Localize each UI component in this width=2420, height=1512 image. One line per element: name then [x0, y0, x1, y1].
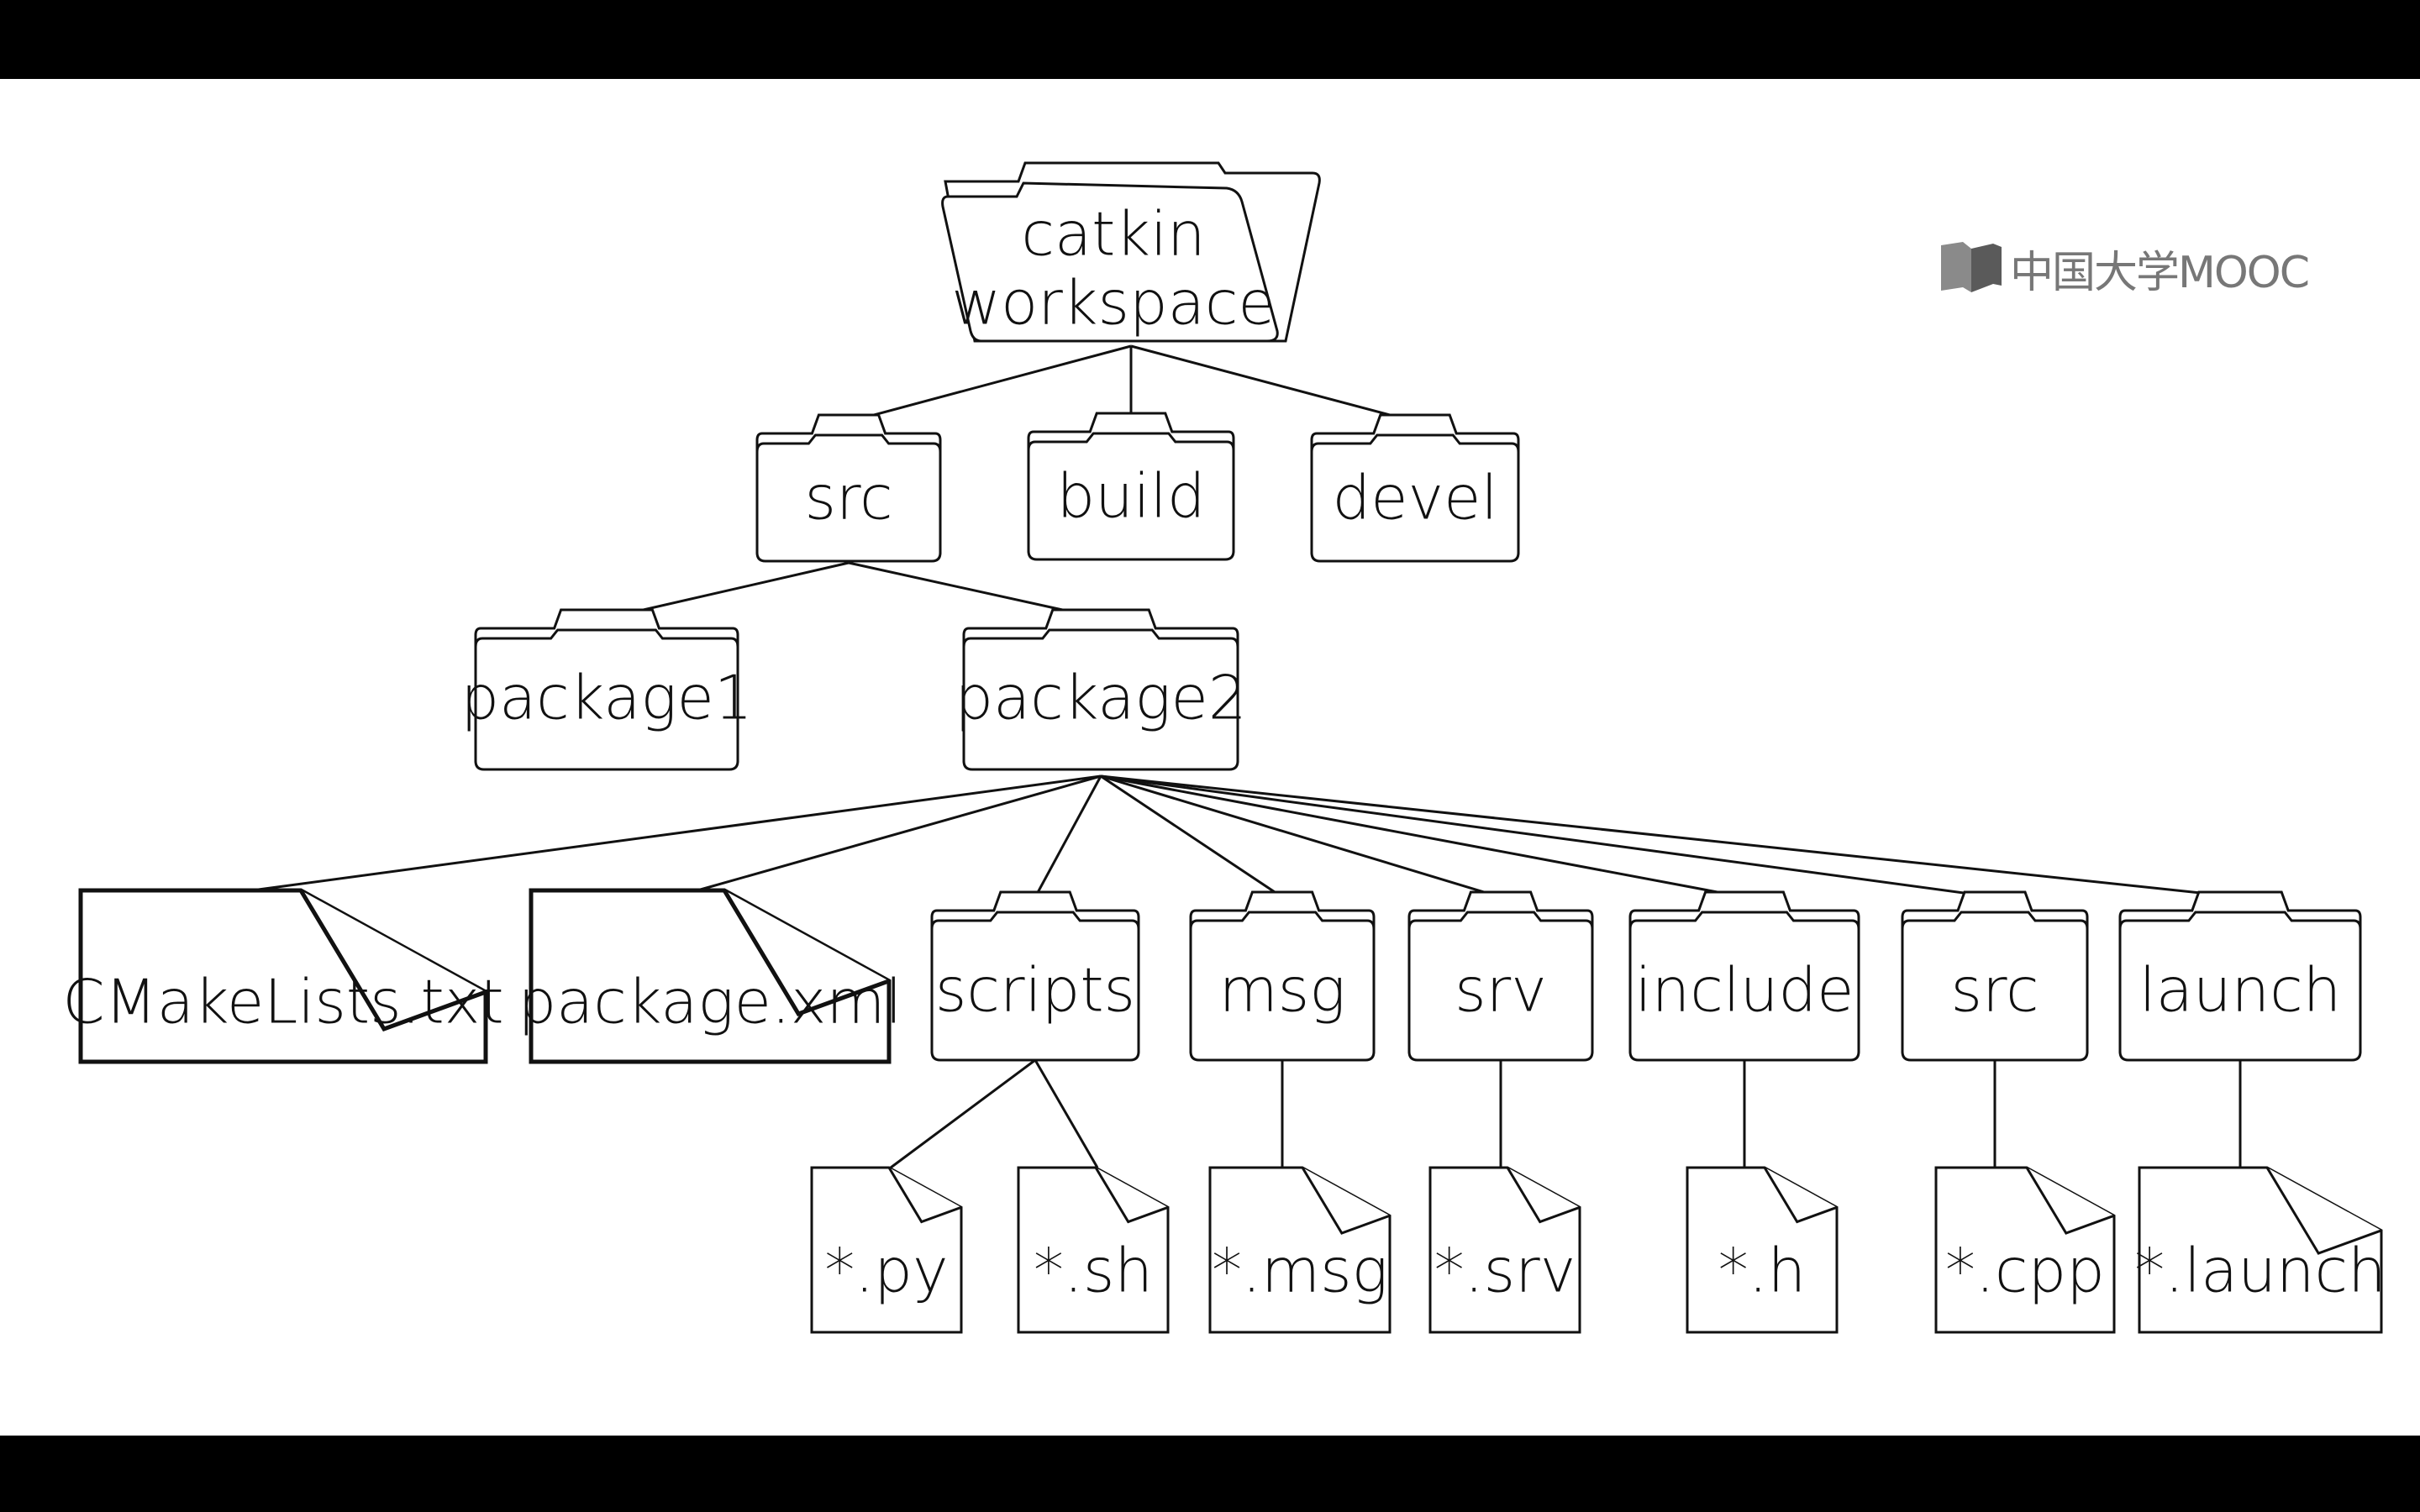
folder-icon	[1310, 433, 1520, 563]
node-label-scripts: scripts	[935, 955, 1135, 1026]
file-corner-fold	[1301, 1167, 1391, 1235]
folder-icon	[930, 911, 1140, 1062]
file-corner-fold	[887, 1167, 962, 1224]
folder-devel[interactable]: devel	[1310, 413, 1520, 563]
folder-icon	[1901, 911, 2089, 1062]
node-label-build: build	[1056, 461, 1205, 532]
node-label-include: include	[1635, 955, 1854, 1026]
node-label-star-srv: *.srv	[1434, 1236, 1576, 1306]
folder-scripts[interactable]: scripts	[930, 890, 1140, 1062]
folder-icon	[1189, 911, 1376, 1062]
letterbox-bottom	[0, 1436, 2420, 1512]
node-label-package1: package1	[460, 663, 752, 733]
node-label-star-sh: *.sh	[1034, 1236, 1153, 1306]
folder-icon	[755, 433, 942, 563]
node-label-star-msg: *.msg	[1212, 1236, 1388, 1306]
tree-edge	[1100, 774, 1996, 899]
open-folder-icon	[941, 181, 1279, 343]
folder-src-top[interactable]: src	[755, 413, 942, 563]
folder-icon	[1628, 911, 1860, 1062]
file-corner-fold	[722, 889, 890, 1017]
folder-package2[interactable]: package2	[955, 608, 1247, 771]
node-label-srv: srv	[1455, 955, 1547, 1026]
file-star-launch[interactable]: *.launch	[2134, 1166, 2386, 1334]
tree-edge	[1034, 1059, 1099, 1168]
tree-edge	[697, 774, 1102, 892]
tree-edges	[251, 344, 2242, 1169]
node-label-star-h: *.h	[1718, 1236, 1807, 1306]
node-label-star-py: *.py	[824, 1236, 948, 1306]
folder-msg[interactable]: msg	[1189, 890, 1376, 1062]
tree-edge	[1100, 774, 1502, 899]
file-corner-fold	[2265, 1167, 2382, 1255]
file-star-py[interactable]: *.py	[810, 1166, 963, 1334]
folder-icon	[1027, 432, 1235, 561]
file-corner-fold	[1506, 1167, 1581, 1224]
node-label-star-launch: *.launch	[2134, 1236, 2386, 1306]
folder-icon	[1407, 911, 1594, 1062]
folder-icon	[474, 628, 739, 771]
folder-src-inner[interactable]: src	[1901, 890, 2089, 1062]
tree-edge	[1100, 774, 1283, 899]
book-icon	[1941, 242, 2002, 292]
file-package-xml[interactable]: package.xml	[518, 888, 902, 1064]
file-star-msg[interactable]: *.msg	[1208, 1166, 1392, 1334]
folder-launch[interactable]: launch	[2118, 890, 2362, 1062]
folder-icon	[2118, 911, 2362, 1062]
file-corner-fold	[1763, 1167, 1838, 1224]
file-star-sh[interactable]: *.sh	[1017, 1166, 1170, 1334]
file-star-cpp[interactable]: *.cpp	[1934, 1166, 2116, 1334]
folder-include[interactable]: include	[1628, 890, 1860, 1062]
tree-edge	[1100, 774, 1745, 899]
node-label-src: src	[1950, 955, 2039, 1026]
node-label-catkin: catkin	[1021, 199, 1205, 270]
mooc-logo-text: 中国大学MOOC	[2010, 247, 2310, 298]
folder-build[interactable]: build	[1027, 412, 1235, 561]
node-label-devel: devel	[1333, 463, 1498, 533]
node-label-package2: package2	[955, 663, 1246, 733]
file-star-h[interactable]: *.h	[1686, 1166, 1839, 1334]
node-label-cmakelists-txt: CMakeLists.txt	[62, 967, 503, 1037]
node-label-workspace: workspace	[951, 268, 1275, 339]
file-star-srv[interactable]: *.srv	[1428, 1166, 1581, 1334]
tree-edge	[1130, 344, 1416, 423]
node-label-msg: msg	[1219, 955, 1346, 1026]
node-label-package-xml: package.xml	[518, 967, 902, 1037]
node-label-launch: launch	[2139, 955, 2342, 1026]
file-corner-fold	[1094, 1167, 1169, 1224]
file-corner-fold	[298, 889, 487, 1032]
tree-edge	[251, 774, 1102, 892]
folder-package1[interactable]: package1	[460, 608, 753, 771]
tree-edge	[890, 1058, 1036, 1169]
letterbox-top	[0, 0, 2420, 79]
file-cmakelists-txt[interactable]: CMakeLists.txt	[62, 888, 504, 1064]
folder-icon	[962, 628, 1239, 771]
tree-edge	[1100, 774, 2241, 899]
tree-edge	[848, 344, 1132, 423]
mooc-logo: 中国大学MOOC	[1938, 239, 2310, 298]
tree-edge	[1034, 775, 1102, 898]
node-label-src: src	[804, 463, 892, 533]
node-label-star-cpp: *.cpp	[1945, 1236, 2105, 1306]
file-corner-fold	[2025, 1167, 2115, 1235]
folder-srv[interactable]: srv	[1407, 890, 1594, 1062]
